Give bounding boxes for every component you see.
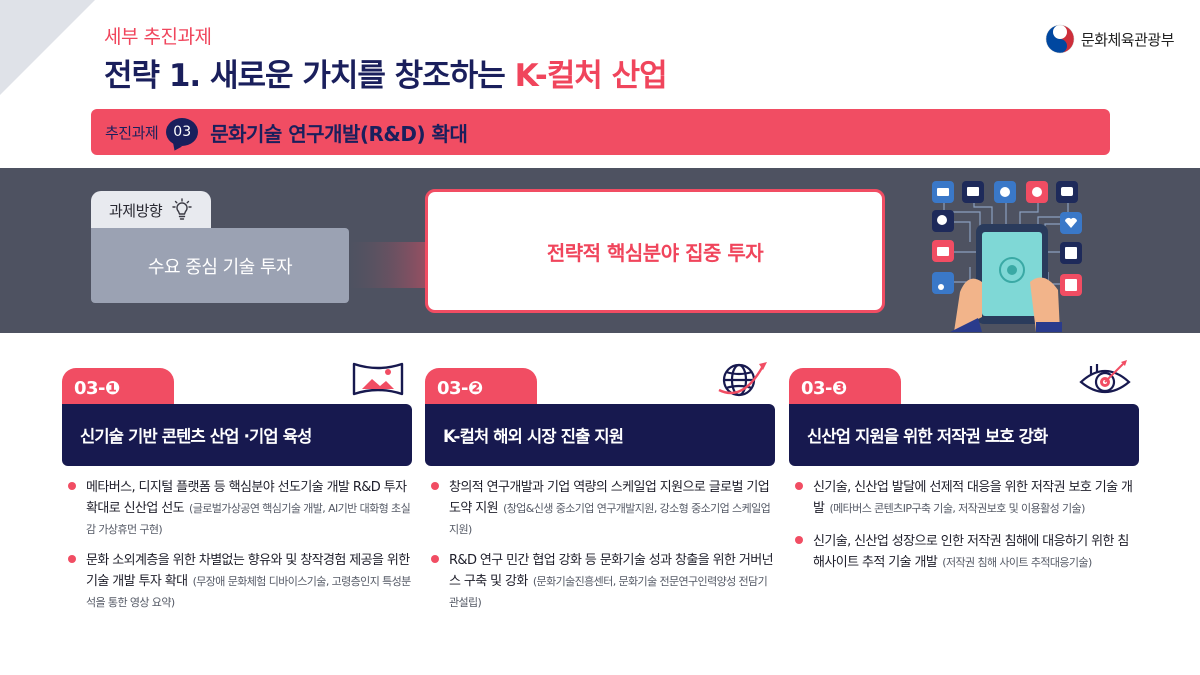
item-main-text: 신기술, 신산업 성장으로 인한 저작권 침해에 대응하기 위한 침해사이트 추… (813, 534, 1129, 570)
item-main-text: 메타버스, 디지털 플랫폼 등 핵심분야 선도기술 개발 R&D 투자 확대로 … (86, 480, 407, 516)
page-subtitle: 세부 추진과제 (104, 26, 212, 48)
tablet-apps-illustration (932, 181, 1082, 332)
ministry-logo: 문화체육관광부 (1045, 24, 1175, 54)
ministry-name: 문화체육관광부 (1080, 30, 1175, 49)
list-item: 창의적 연구개발과 기업 역량의 스케일업 지원으로 글로벌 기업 도약 지원 … (431, 476, 776, 537)
list-item: 신기술, 신산업 발달에 선제적 대응을 위한 저작권 보호 기술 개발 (메타… (795, 476, 1140, 518)
item-main-text: 신기술, 신산업 발달에 선제적 대응을 위한 저작권 보호 기술 개발 (813, 480, 1133, 516)
list-item: R&D 연구 민간 협업 강화 등 문화기술 성과 창출을 위한 거버넌스 구축… (431, 549, 776, 610)
list-item: 신기술, 신산업 성장으로 인한 저작권 침해에 대응하기 위한 침해사이트 추… (795, 530, 1140, 572)
globe-icon (718, 362, 767, 397)
lightbulb-icon (172, 198, 192, 220)
page-title: 전략 1. 새로운 가치를 창조하는 K-컬처 산업 (104, 50, 668, 95)
column-items: 창의적 연구개발과 기업 역량의 스케일업 지원으로 글로벌 기업 도약 지원 … (431, 476, 776, 622)
column-items: 메타버스, 디지털 플랫폼 등 핵심분야 선도기술 개발 R&D 투자 확대로 … (68, 476, 413, 622)
item-main-text: 창의적 연구개발과 기업 역량의 스케일업 지원으로 글로벌 기업 도약 지원 (449, 480, 770, 516)
title-main: 전략 1. 새로운 가치를 창조하는 (104, 58, 515, 94)
eye-target-icon (1079, 360, 1131, 394)
strategy-text: 전략적 핵심분야 집중 투자 (546, 240, 764, 265)
column-heading: 신산업 지원을 위한 저작권 보호 강화 (789, 404, 1139, 466)
item-note-text: (저작권 침해 사이트 추적대응기술) (942, 556, 1092, 569)
item-note-text: (무장애 문화체험 디바이스기술, 고령층인지 특성분석을 통한 영상 요약) (86, 575, 411, 609)
item-main-text: 문화 소외계층을 위한 차별없는 향유와 및 창작경험 제공을 위한 기술 개발… (86, 553, 410, 589)
column-tag: 03-❷ (425, 368, 537, 408)
column-heading: 신기술 기반 콘텐츠 산업 ·기업 육성 (62, 404, 412, 466)
task-number-badge: 03 (166, 118, 199, 146)
direction-tab-label: 과제방향 (109, 201, 163, 220)
column-heading-text: K-컬처 해외 시장 진출 지원 (443, 427, 624, 446)
column-heading-text: 신산업 지원을 위한 저작권 보호 강화 (807, 427, 1048, 446)
task-bar: 추진과제 03 문화기술 연구개발(R&D) 확대 (91, 109, 1110, 155)
column-tag: 03-❶ (62, 368, 174, 408)
list-item: 문화 소외계층을 위한 차별없는 향유와 및 창작경험 제공을 위한 기술 개발… (68, 549, 413, 610)
column-tag: 03-❸ (789, 368, 901, 408)
demand-box: 수요 중심 기술 투자 (91, 228, 349, 303)
column-heading: K-컬처 해외 시장 진출 지원 (425, 404, 775, 466)
item-main-text: R&D 연구 민간 협업 강화 등 문화기술 성과 창출을 위한 거버넌스 구축… (449, 553, 774, 589)
task-label: 추진과제 (105, 123, 159, 142)
direction-tab: 과제방향 (91, 191, 211, 229)
list-item: 메타버스, 디지털 플랫폼 등 핵심분야 선도기술 개발 R&D 투자 확대로 … (68, 476, 413, 537)
taegeuk-emblem-icon (1045, 24, 1075, 54)
column-heading-text: 신기술 기반 콘텐츠 산업 ·기업 육성 (80, 427, 312, 446)
vr-screen-icon (352, 362, 404, 396)
item-note-text: (창업&신생 중소기업 연구개발지원, 강소형 중소기업 스케일업 지원) (449, 502, 771, 536)
strategy-box: 전략적 핵심분야 집중 투자 (425, 189, 885, 313)
corner-decoration (0, 0, 95, 95)
column-items: 신기술, 신산업 발달에 선제적 대응을 위한 저작권 보호 기술 개발 (메타… (795, 476, 1140, 584)
task-title: 문화기술 연구개발(R&D) 확대 (210, 121, 468, 146)
item-note-text: (메타버스 콘텐츠IP구축 기술, 저작권보호 및 이용활성 기술) (829, 502, 1085, 515)
item-note-text: (문화기술진흥센터, 문화기술 전문연구인력양성 전담기관설립) (449, 575, 768, 609)
item-note-text: (글로벌가상공연 핵심기술 개발, AI기반 대화형 초실감 가상휴먼 구현) (86, 502, 411, 536)
title-accent: K-컬처 산업 (514, 58, 668, 94)
demand-text: 수요 중심 기술 투자 (147, 256, 293, 278)
